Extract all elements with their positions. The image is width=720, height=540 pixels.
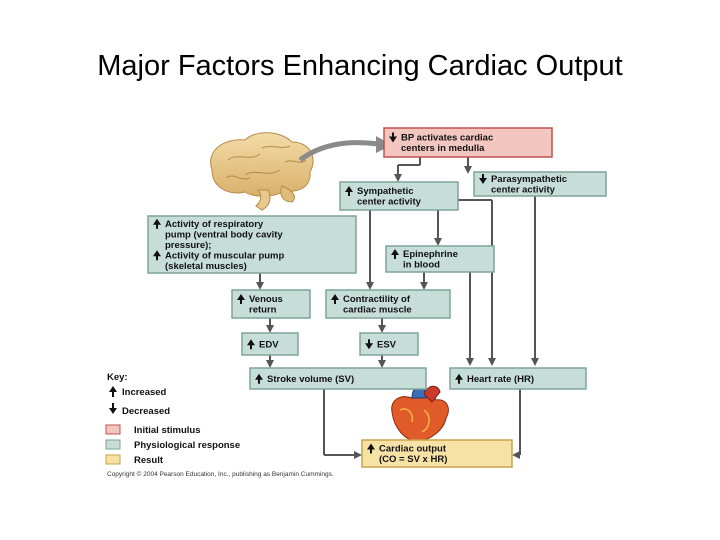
down-arrow-icon <box>109 403 117 414</box>
box-text-line: (CO = SV x HR) <box>379 454 447 465</box>
box-text-line: center activity <box>491 185 556 196</box>
box-edv: EDV <box>241 332 299 356</box>
up-arrow-icon <box>391 249 399 259</box>
box-text-line: EDV <box>259 339 279 350</box>
box-background <box>325 289 451 319</box>
box-text-line: (skeletal muscles) <box>165 261 247 272</box>
up-arrow-icon <box>109 386 117 397</box>
box-text-line: return <box>249 305 277 316</box>
down-arrow-icon <box>389 132 397 143</box>
brain-to-medulla-arrow <box>298 140 379 163</box>
brain-illustration <box>210 132 314 211</box>
box-text-line: pump (ventral body cavity <box>165 229 283 240</box>
box-text-line: cardiac muscle <box>343 305 412 316</box>
up-arrow-icon <box>331 294 339 304</box>
box-stroke-volume: Stroke volume (SV) <box>249 367 427 390</box>
box-text-line: Cardiac output <box>379 444 447 455</box>
up-arrow-icon <box>247 339 255 350</box>
box-heart-rate: Heart rate (HR) <box>449 367 587 390</box>
box-background <box>383 127 553 158</box>
box-text-line: in blood <box>403 260 440 271</box>
box-text-line: ESV <box>377 339 397 350</box>
initial-stimulus-swatch <box>105 424 121 435</box>
box-text-line: center activity <box>357 197 422 208</box>
box-background <box>241 332 299 356</box>
box-background <box>231 289 311 319</box>
copyright: Copyright © 2004 Pearson Education, Inc.… <box>107 470 334 478</box>
svg-text:Increased: Increased <box>122 387 167 398</box>
box-text-line: Parasympathetic <box>491 174 567 185</box>
svg-text:Decreased: Decreased <box>122 406 170 417</box>
box-text-line: BP activates cardiac <box>401 133 493 144</box>
box-background <box>449 367 587 390</box>
box-cardiac-output: Cardiac output(CO = SV x HR) <box>361 439 513 468</box>
box-background <box>361 439 513 468</box>
result-swatch <box>105 454 121 465</box>
up-arrow-icon <box>455 373 463 384</box>
box-text-line: Epinephrine <box>403 249 458 260</box>
box-background <box>339 181 459 211</box>
slide-title: Major Factors Enhancing Cardiac Output <box>97 50 623 82</box>
box-text-line: pressure); <box>165 240 211 251</box>
svg-text:Initial stimulus: Initial stimulus <box>134 425 201 436</box>
box-text-line: Heart rate (HR) <box>467 374 534 385</box>
box-text-line: Activity of muscular pump <box>165 250 284 261</box>
legend-physiological-response: Physiological response <box>105 439 240 451</box>
legend-result: Result <box>105 454 164 466</box>
up-arrow-icon <box>153 250 161 261</box>
svg-text:Physiological response: Physiological response <box>134 440 240 451</box>
box-text-line: Venous <box>249 294 283 305</box>
heart-illustration <box>391 385 449 443</box>
legend-title: Key: <box>107 372 128 383</box>
up-arrow-icon <box>237 294 245 304</box>
box-background <box>147 215 357 274</box>
up-arrow-icon <box>255 373 263 384</box>
up-arrow-icon <box>367 443 375 454</box>
box-background <box>473 171 607 197</box>
box-text-line: Contractility of <box>343 294 411 305</box>
box-background <box>249 367 427 390</box>
legend: Key: Increased Decreased Initial stimulu… <box>105 372 240 466</box>
box-text-line: Stroke volume (SV) <box>267 374 354 385</box>
box-background <box>359 332 419 356</box>
box-text-line: Sympathetic <box>357 186 414 197</box>
up-arrow-icon <box>345 186 353 196</box>
up-arrow-icon <box>153 218 161 229</box>
box-text-line: centers in medulla <box>401 143 485 154</box>
legend-increased: Increased <box>109 386 167 398</box>
down-arrow-icon <box>479 174 487 184</box>
connectors <box>256 157 539 459</box>
box-background <box>385 245 495 273</box>
svg-text:Result: Result <box>134 455 164 466</box>
legend-initial-stimulus: Initial stimulus <box>105 424 201 436</box>
box-esv: ESV <box>359 332 419 356</box>
down-arrow-icon <box>365 339 373 350</box>
box-text-line: Activity of respiratory <box>165 219 264 230</box>
legend-decreased: Decreased <box>109 403 170 417</box>
physiological-response-swatch <box>105 439 121 450</box>
